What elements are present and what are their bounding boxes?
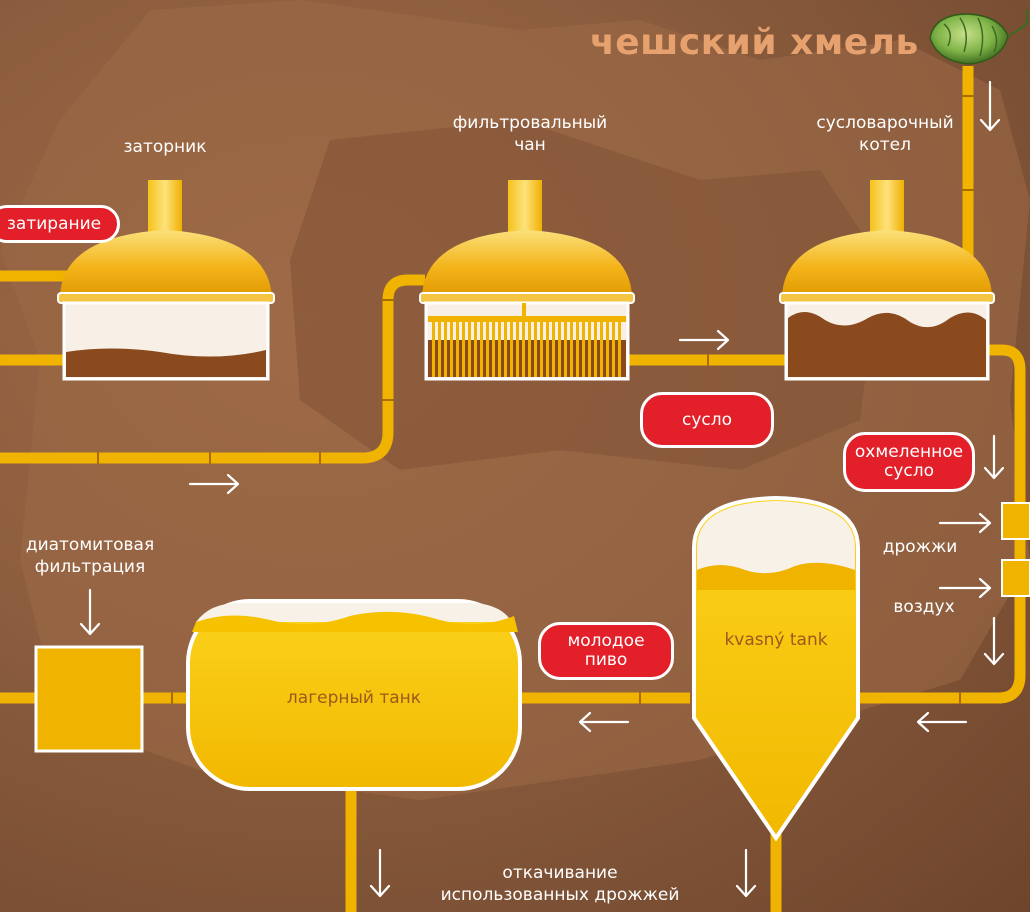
mash-tun-label: заторник: [123, 137, 207, 157]
arrow-down-icon: [369, 848, 391, 898]
pipe-mash-to-lauter: [0, 274, 425, 464]
hopped-wort-badge: охмеленное сусло: [843, 432, 975, 492]
lauter-slat: [528, 322, 531, 377]
lauter-slat: [492, 322, 495, 377]
arrow-down-icon: [79, 588, 101, 636]
arrow-down-icon: [979, 80, 1001, 132]
diatomite-filtration-label: диатомитовая фильтрация: [25, 535, 155, 577]
lauter-slat: [546, 322, 549, 377]
fermentation-tank-label: kvasný tank: [724, 630, 828, 650]
lauter-slat: [606, 322, 609, 377]
lauter-tun-label: фильтровальный чан: [452, 113, 608, 155]
lager-tank-label: лагерный танк: [286, 688, 422, 708]
yeast-label: дрожжи: [882, 537, 958, 557]
lauter-slat: [450, 322, 453, 377]
yeast-valve: [1001, 502, 1030, 540]
arrow-right-icon: [938, 577, 992, 599]
fermentation-tank: [692, 495, 860, 842]
lauter-slat: [612, 322, 615, 377]
air-label: воздух: [893, 597, 955, 617]
yeast-removal-label: откачивание использованных дрожжей: [440, 863, 680, 905]
lauter-slat: [432, 322, 435, 377]
air-valve: [1001, 559, 1030, 597]
lauter-slat: [480, 322, 483, 377]
lauter-slat: [516, 322, 519, 377]
lauter-slat: [558, 322, 561, 377]
lauter-tun: [419, 180, 635, 381]
pipe-couplings: [97, 95, 974, 704]
lauter-slat: [474, 322, 477, 377]
lauter-slat: [600, 322, 603, 377]
lauter-slat: [498, 322, 501, 377]
arrow-right-icon: [938, 512, 992, 534]
arrow-down-icon: [983, 616, 1005, 666]
hop-cone-icon: [929, 9, 1029, 65]
lauter-slat: [570, 322, 573, 377]
arrow-down-icon: [983, 434, 1005, 480]
lauter-slat: [576, 322, 579, 377]
flow-arrows: [79, 80, 1005, 898]
lager-tank: [186, 599, 522, 791]
lauter-slat: [510, 322, 513, 377]
lauter-slat: [456, 322, 459, 377]
pipes: [0, 66, 1026, 912]
arrow-right-icon: [188, 473, 240, 495]
lauter-slat: [540, 322, 543, 377]
lauter-slat: [504, 322, 507, 377]
lauter-slat: [438, 322, 441, 377]
lauter-slat: [588, 322, 591, 377]
lauter-slat: [468, 322, 471, 377]
lauter-slat: [564, 322, 567, 377]
diagram-title: чешский хмель: [590, 22, 919, 63]
lauter-slat: [522, 322, 525, 377]
wort-kettle-label: сусловарочный котел: [816, 113, 954, 155]
diatomite-filter: [34, 645, 144, 753]
lauter-slat: [534, 322, 537, 377]
arrow-down-icon: [735, 848, 757, 898]
lauter-slat: [486, 322, 489, 377]
arrow-right-icon: [678, 329, 730, 351]
lauter-slat: [552, 322, 555, 377]
lauter-slat: [462, 322, 465, 377]
lauter-slat: [444, 322, 447, 377]
mash-tun: [57, 180, 275, 381]
young-beer-badge: молодое пиво: [538, 622, 674, 680]
wort-badge: сусло: [640, 392, 774, 448]
arrow-left-icon: [916, 711, 968, 733]
mashing-badge: затирание: [0, 205, 120, 243]
lauter-slat: [618, 322, 621, 377]
arrow-left-icon: [578, 711, 630, 733]
wort-kettle: [779, 180, 995, 381]
lauter-slat: [582, 322, 585, 377]
lauter-slat: [594, 322, 597, 377]
